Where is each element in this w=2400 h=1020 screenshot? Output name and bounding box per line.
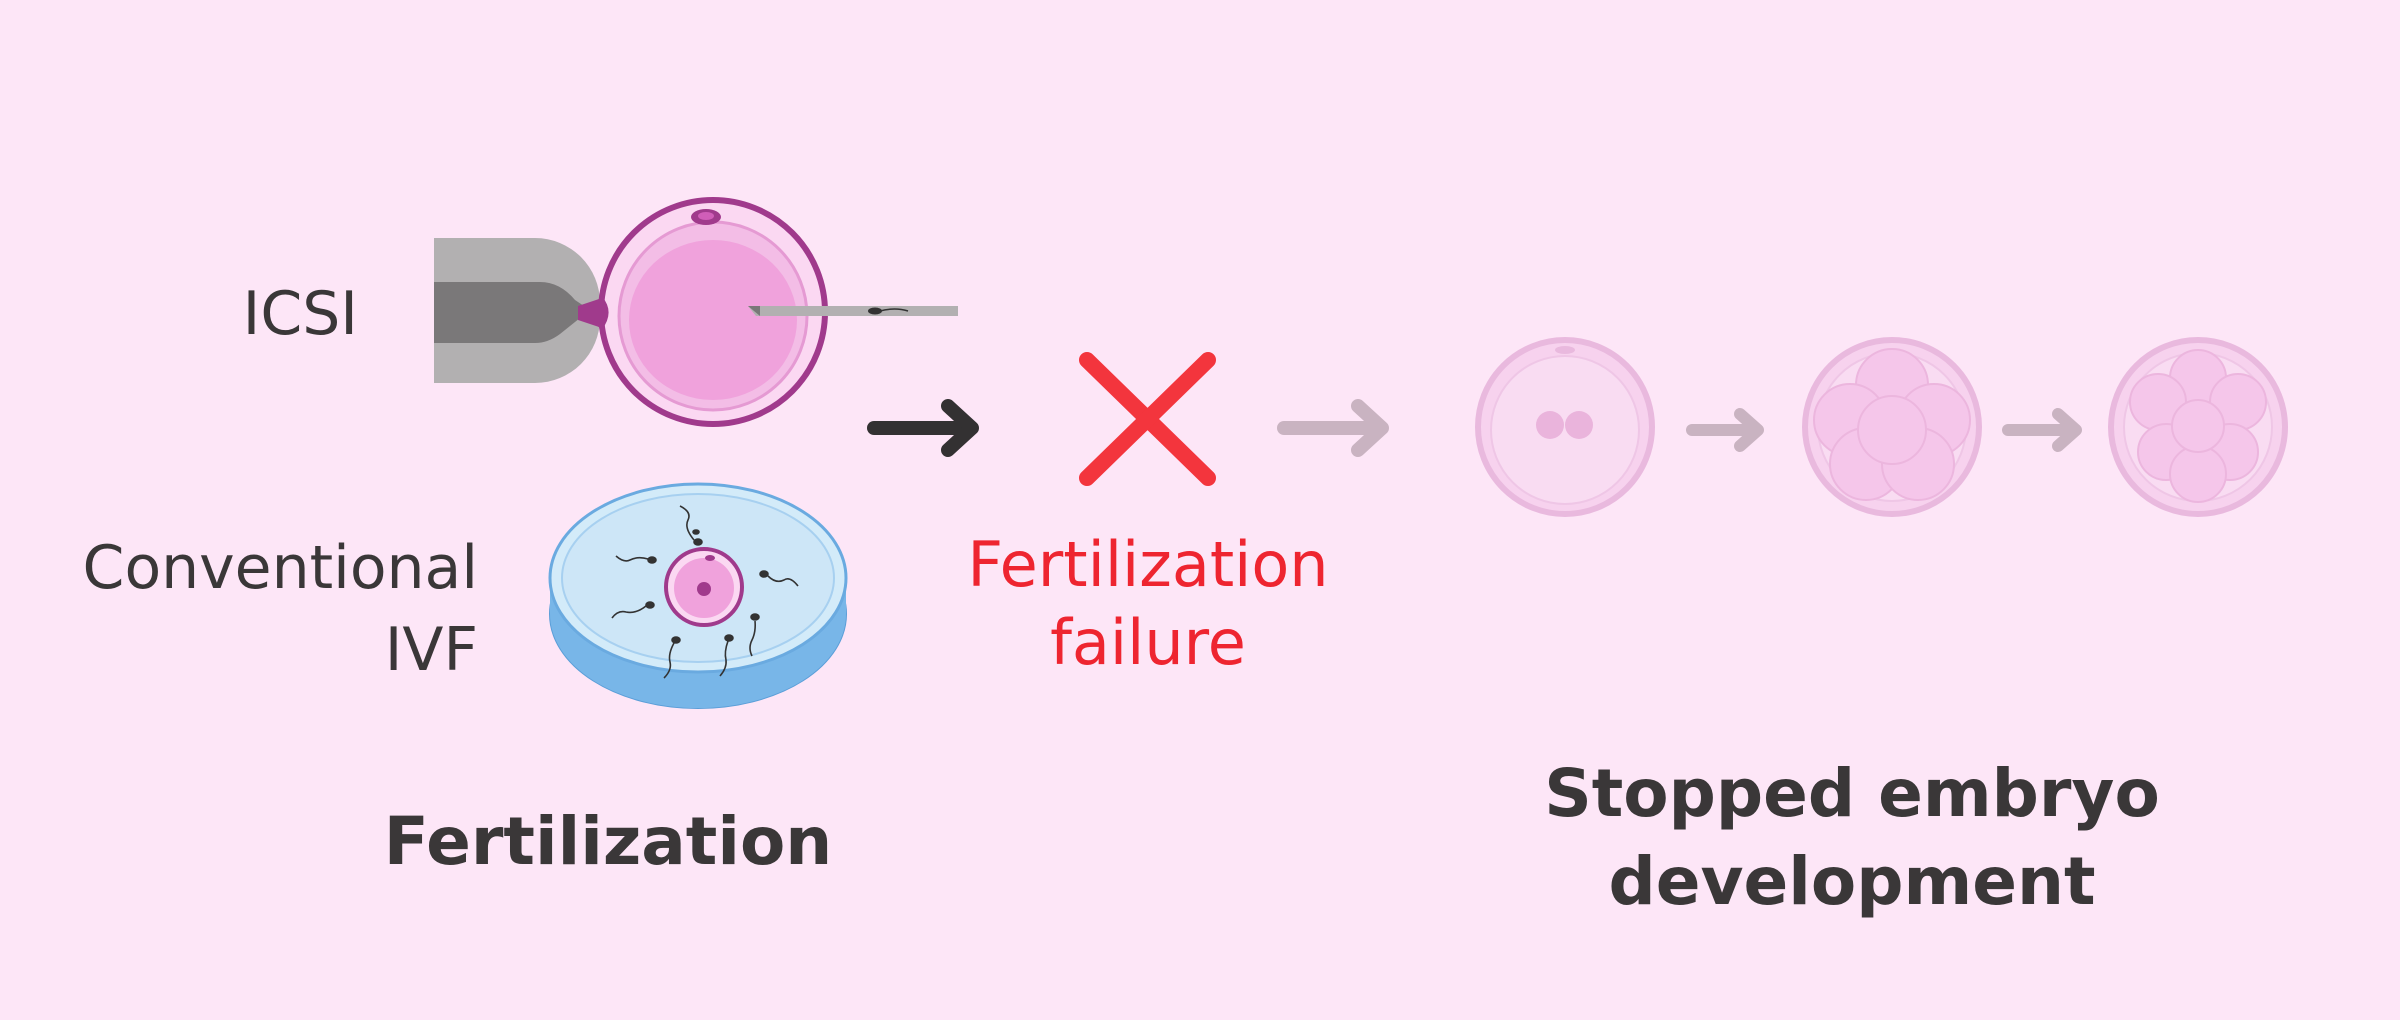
stopped-development-title-line1: Stopped embryo	[1544, 755, 2160, 832]
injection-needle-icon	[748, 306, 958, 316]
ivf-petri-dish-illustration	[548, 482, 848, 709]
holding-pipette-icon	[434, 238, 602, 383]
dark-arrow-icon	[867, 399, 979, 457]
stopped-development-title-line2: development	[1608, 843, 2095, 920]
morula-icon	[1802, 337, 1982, 517]
conventional-ivf-label-line1: Conventional	[83, 533, 478, 603]
blastocyst-icon	[2108, 337, 2288, 517]
conventional-ivf-label-line2: IVF	[385, 615, 478, 685]
fertilization-section-title: Fertilization	[384, 803, 833, 880]
small-faded-arrow-icon	[2002, 408, 2082, 452]
icsi-label: ICSI	[243, 279, 358, 349]
sperm-cells-icon	[611, 505, 799, 679]
failure-label-line2: failure	[1050, 606, 1246, 679]
failure-label-line1: Fertilization	[967, 528, 1328, 601]
zygote-icon	[1475, 337, 1655, 517]
small-faded-arrow-icon	[1686, 408, 1764, 452]
icsi-illustration	[434, 197, 958, 427]
faded-arrow-icon	[1277, 399, 1389, 457]
red-x-icon	[1079, 352, 1216, 486]
ivf-oocyte-icon	[664, 547, 744, 627]
